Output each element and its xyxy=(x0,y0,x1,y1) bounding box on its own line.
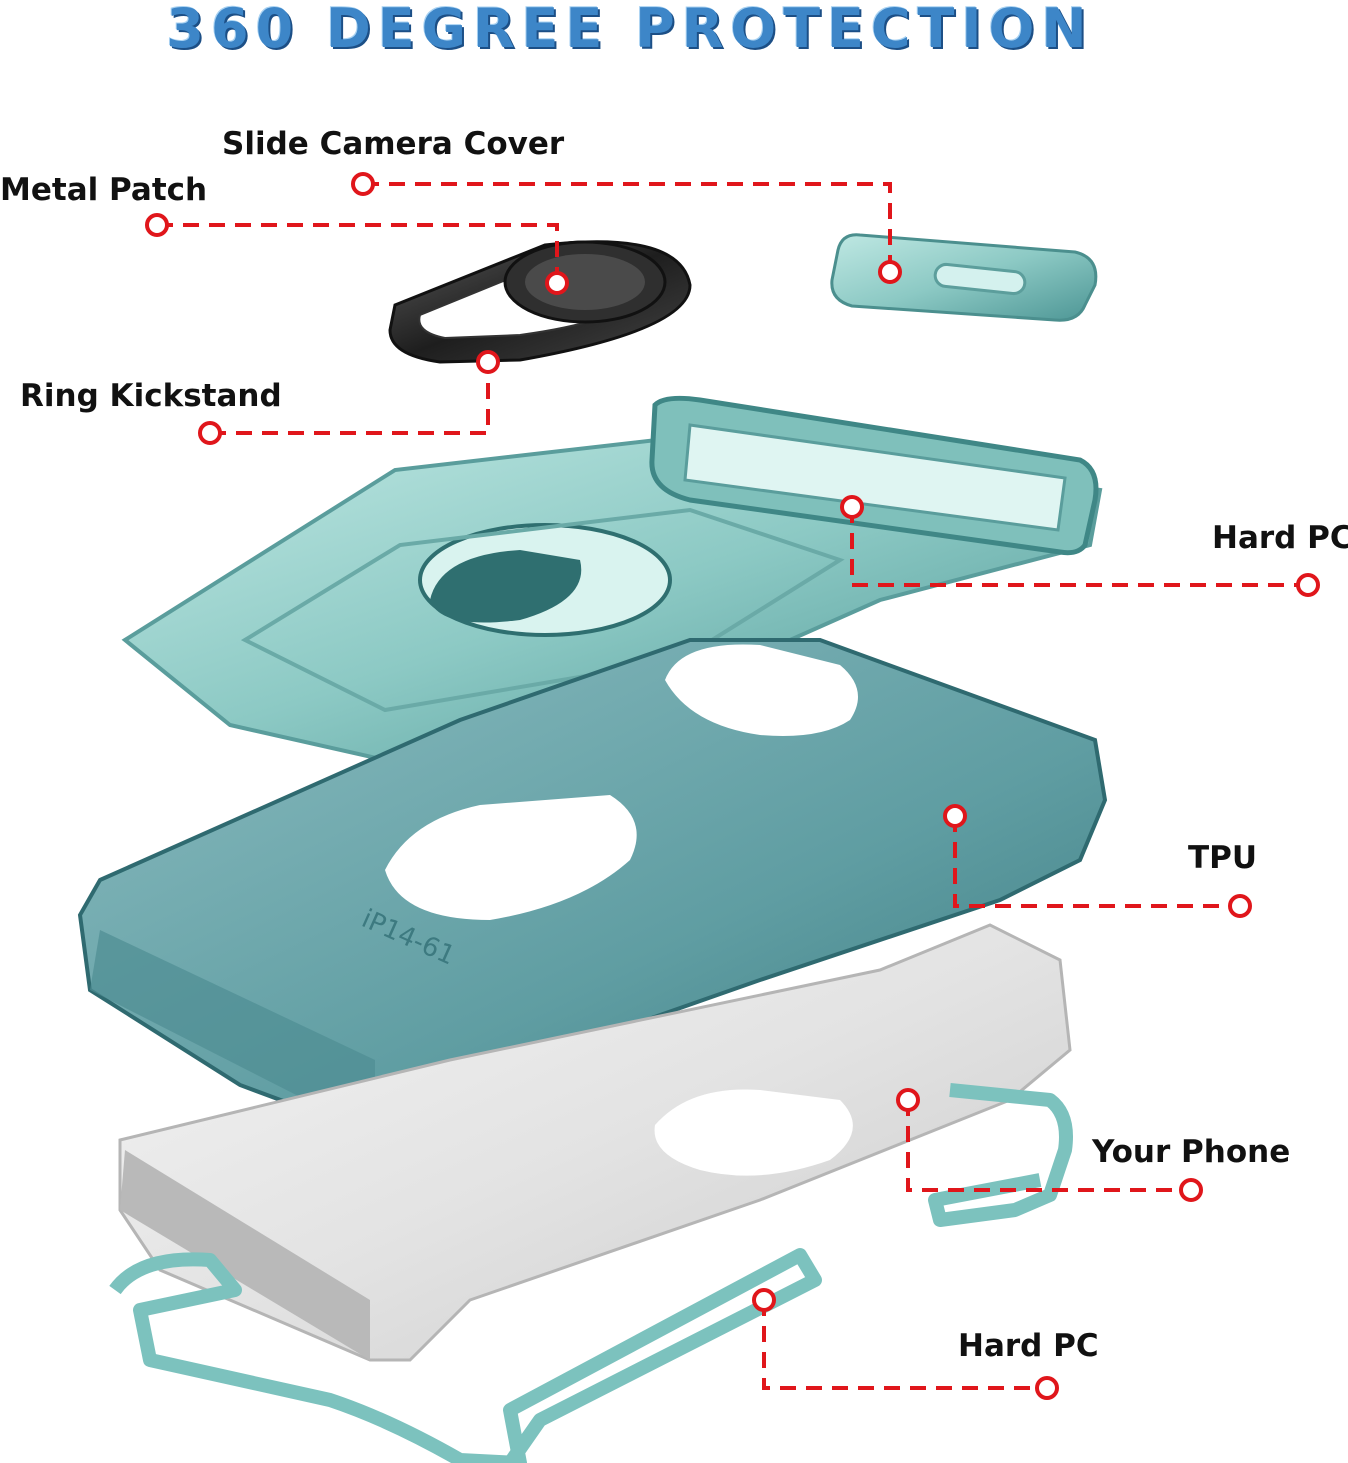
callout-dots xyxy=(145,172,1320,1400)
label-hard-pc-top: Hard PC xyxy=(1212,520,1348,556)
dot xyxy=(145,213,169,237)
callout-ring-kickstand xyxy=(210,362,490,435)
dot xyxy=(1228,894,1252,918)
callout-hard-pc-top xyxy=(850,507,1308,587)
hard-pc-bumper xyxy=(109,1083,1073,1463)
slide-camera-cover-part xyxy=(830,233,1098,322)
label-hard-pc-bottom: Hard PC xyxy=(958,1328,1099,1364)
dot xyxy=(1296,573,1320,597)
page-title: 360 DEGREE PROTECTION xyxy=(166,0,1094,60)
label-your-phone: Your Phone xyxy=(1092,1134,1291,1170)
dot xyxy=(943,804,967,828)
dot xyxy=(840,495,864,519)
label-ring-kickstand: Ring Kickstand xyxy=(20,378,282,414)
dot xyxy=(1179,1178,1203,1202)
dot xyxy=(198,421,222,445)
callout-your-phone xyxy=(906,1100,1191,1192)
label-slide-camera-cover: Slide Camera Cover xyxy=(222,126,565,162)
dot xyxy=(476,350,500,374)
callout-hard-pc-bottom xyxy=(762,1300,1047,1390)
ring-kickstand-part xyxy=(388,240,692,364)
phone-illustration xyxy=(118,923,1072,1362)
dot xyxy=(896,1088,920,1112)
callout-lines xyxy=(157,182,1308,1390)
dot xyxy=(1035,1376,1059,1400)
dot xyxy=(545,271,569,295)
callout-tpu xyxy=(953,816,1240,908)
callout-slide-camera-cover xyxy=(363,182,892,272)
tpu-case: iP14-61 xyxy=(77,638,1108,1138)
dot xyxy=(878,260,902,284)
dot xyxy=(752,1288,776,1312)
label-metal-patch: Metal Patch xyxy=(0,172,208,208)
label-tpu: TPU xyxy=(1188,840,1258,876)
dot xyxy=(351,172,375,196)
callout-metal-patch xyxy=(157,223,559,283)
